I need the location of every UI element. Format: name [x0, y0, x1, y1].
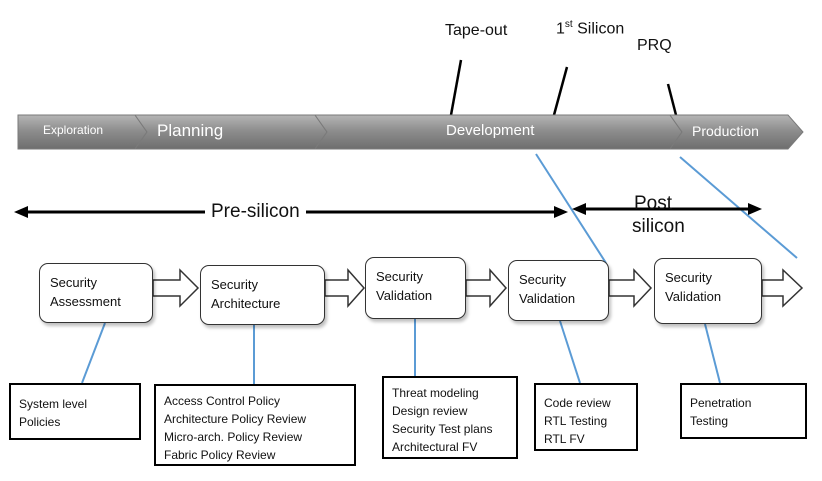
note-line: Architectural FV	[392, 440, 478, 454]
post-silicon-arrow-right-head	[748, 203, 762, 215]
flow-arrow-4	[608, 268, 653, 308]
phase-exploration-label: Exploration	[43, 123, 104, 137]
pre-silicon-arrow-left-head	[14, 206, 28, 218]
milestone-tick-first-silicon	[552, 66, 569, 116]
note-architecture-policies: Access Control Policy Architecture Polic…	[154, 384, 356, 466]
stage-security-architecture: Security Architecture	[200, 265, 325, 325]
note-validation-plans: Threat modeling Design review Security T…	[382, 376, 518, 459]
phase-production-label: Production	[692, 123, 759, 139]
flow-arrow-3	[465, 268, 508, 308]
pre-silicon-arrow-right-head	[554, 206, 568, 218]
flow-arrow-1	[152, 268, 200, 308]
stage-label-line: Security	[519, 272, 566, 287]
note-line: System level	[19, 397, 88, 411]
connector-development-to-validation	[535, 153, 607, 264]
post-silicon-label: Post silicon	[632, 193, 685, 237]
note-line: Threat modeling	[392, 386, 479, 400]
stage-label-line: Assessment	[50, 294, 121, 309]
stage-label-line: Security	[665, 270, 712, 285]
note-line: RTL Testing	[544, 414, 608, 428]
note-line: Design review	[392, 404, 468, 418]
stage-flow-arrows	[152, 268, 804, 308]
phase-timeline-bar	[17, 114, 804, 150]
stage-label-line: Architecture	[211, 296, 281, 311]
note-penetration-testing: Penetration Testing	[680, 383, 807, 439]
connector-stage-5-note	[704, 323, 721, 384]
note-line: Testing	[690, 414, 729, 428]
milestone-tick-tapeout	[449, 59, 463, 116]
milestone-prq-label: PRQ	[637, 37, 672, 54]
milestone-first-silicon-label: 1st Silicon	[556, 19, 625, 38]
note-line: Penetration	[690, 396, 752, 410]
note-line: Security Test plans	[392, 422, 493, 436]
note-system-level-policies: System level Policies	[9, 383, 141, 440]
stage-label-line: Validation	[376, 288, 433, 303]
stage-security-assessment: Security Assessment	[39, 263, 153, 323]
phase-production-segment	[669, 114, 804, 150]
note-line: Access Control Policy	[164, 394, 281, 408]
note-line: Fabric Policy Review	[164, 448, 276, 462]
stage-security-validation-3: Security Validation	[654, 258, 762, 324]
phase-planning-label: Planning	[157, 121, 224, 140]
milestone-tick-prq	[666, 83, 678, 116]
note-line: Code review	[544, 396, 611, 410]
stage-label-line: Validation	[665, 289, 722, 304]
stage-note-connectors	[81, 319, 721, 384]
stage-label-line: Validation	[519, 291, 576, 306]
milestone-tapeout-label: Tape-out	[445, 22, 508, 39]
flow-arrow-5	[761, 268, 804, 308]
flow-arrow-2	[324, 268, 366, 308]
connector-stage-4-note	[559, 320, 581, 384]
phase-development-label: Development	[446, 122, 535, 139]
stage-label-line: Security	[50, 275, 97, 290]
note-line: Architecture Policy Review	[164, 412, 307, 426]
stage-label-line: Security	[211, 277, 258, 292]
note-rtl-validation: Code review RTL Testing RTL FV	[534, 383, 638, 451]
stage-security-validation-1: Security Validation	[365, 257, 466, 319]
note-line: Policies	[19, 415, 61, 429]
note-line: RTL FV	[544, 432, 585, 446]
pre-silicon-label: Pre-silicon	[205, 201, 306, 223]
note-line: Micro-arch. Policy Review	[164, 430, 303, 444]
connector-stage-1-note	[81, 322, 106, 384]
post-silicon-arrow-left-head	[572, 203, 586, 215]
stage-label-line: Security	[376, 269, 423, 284]
stage-security-validation-2: Security Validation	[508, 260, 609, 321]
